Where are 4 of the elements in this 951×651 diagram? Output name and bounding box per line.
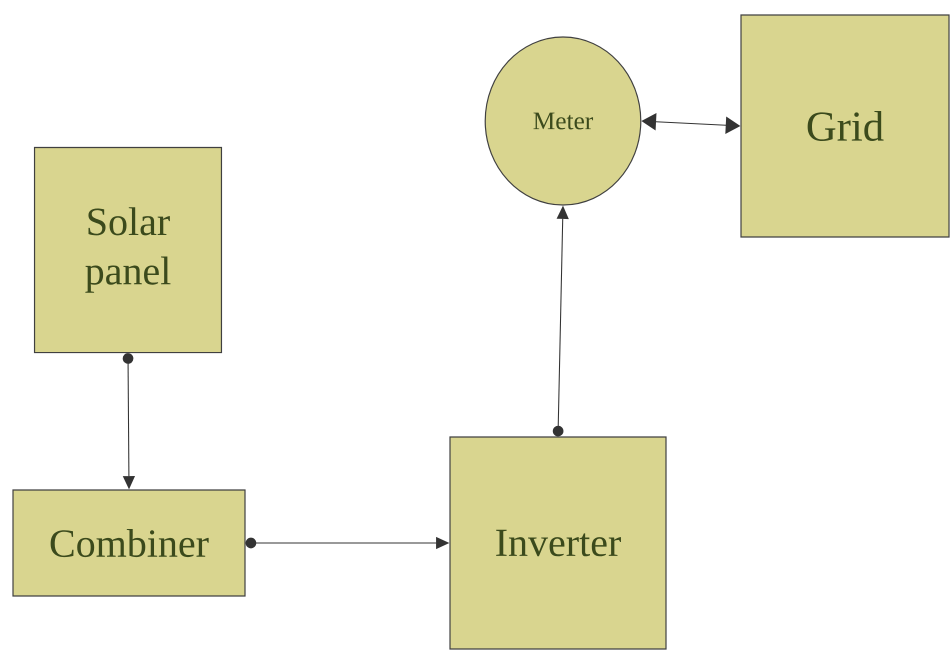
process-box: Grid [740, 14, 950, 238]
process-box: Inverter [449, 436, 667, 650]
process-box: Combiner [12, 489, 246, 597]
process-box: Solar panel [34, 146, 222, 354]
